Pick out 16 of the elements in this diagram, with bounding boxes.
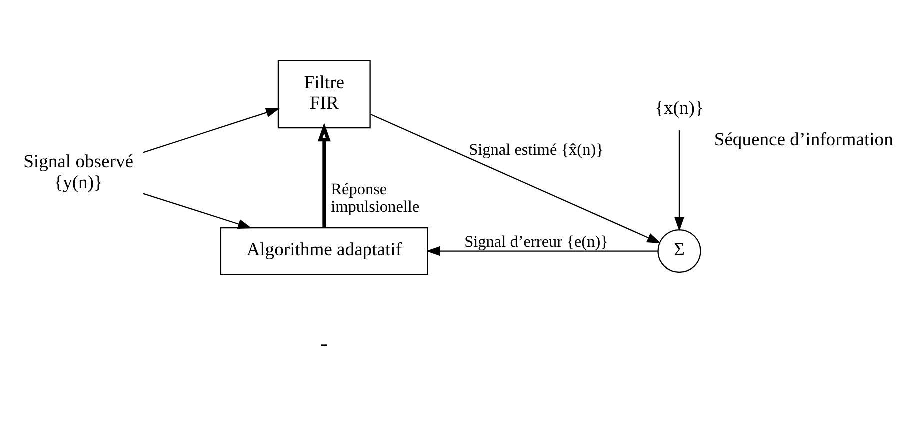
node-text: {x(n)} xyxy=(655,97,704,118)
node-label: Séquence d’information xyxy=(714,128,894,150)
arrow xyxy=(143,192,252,228)
node-text: Signal observé {y(n)} xyxy=(24,150,134,193)
edge-label: Signal estimé {x̂(n)} xyxy=(469,140,604,159)
edge-label: Réponse impulsionelle xyxy=(331,180,420,216)
label: - xyxy=(320,330,328,357)
node-circle: Σ xyxy=(658,228,702,273)
arrow xyxy=(143,108,280,153)
arrow xyxy=(426,246,658,256)
node-box: Algorithme adaptatif xyxy=(220,226,428,275)
edge-label: Signal d’erreur {e(n)} xyxy=(464,232,608,250)
node-box: Filtre FIR xyxy=(278,60,371,128)
arrow xyxy=(318,122,331,228)
arrow xyxy=(370,113,662,244)
arrow xyxy=(674,130,684,231)
